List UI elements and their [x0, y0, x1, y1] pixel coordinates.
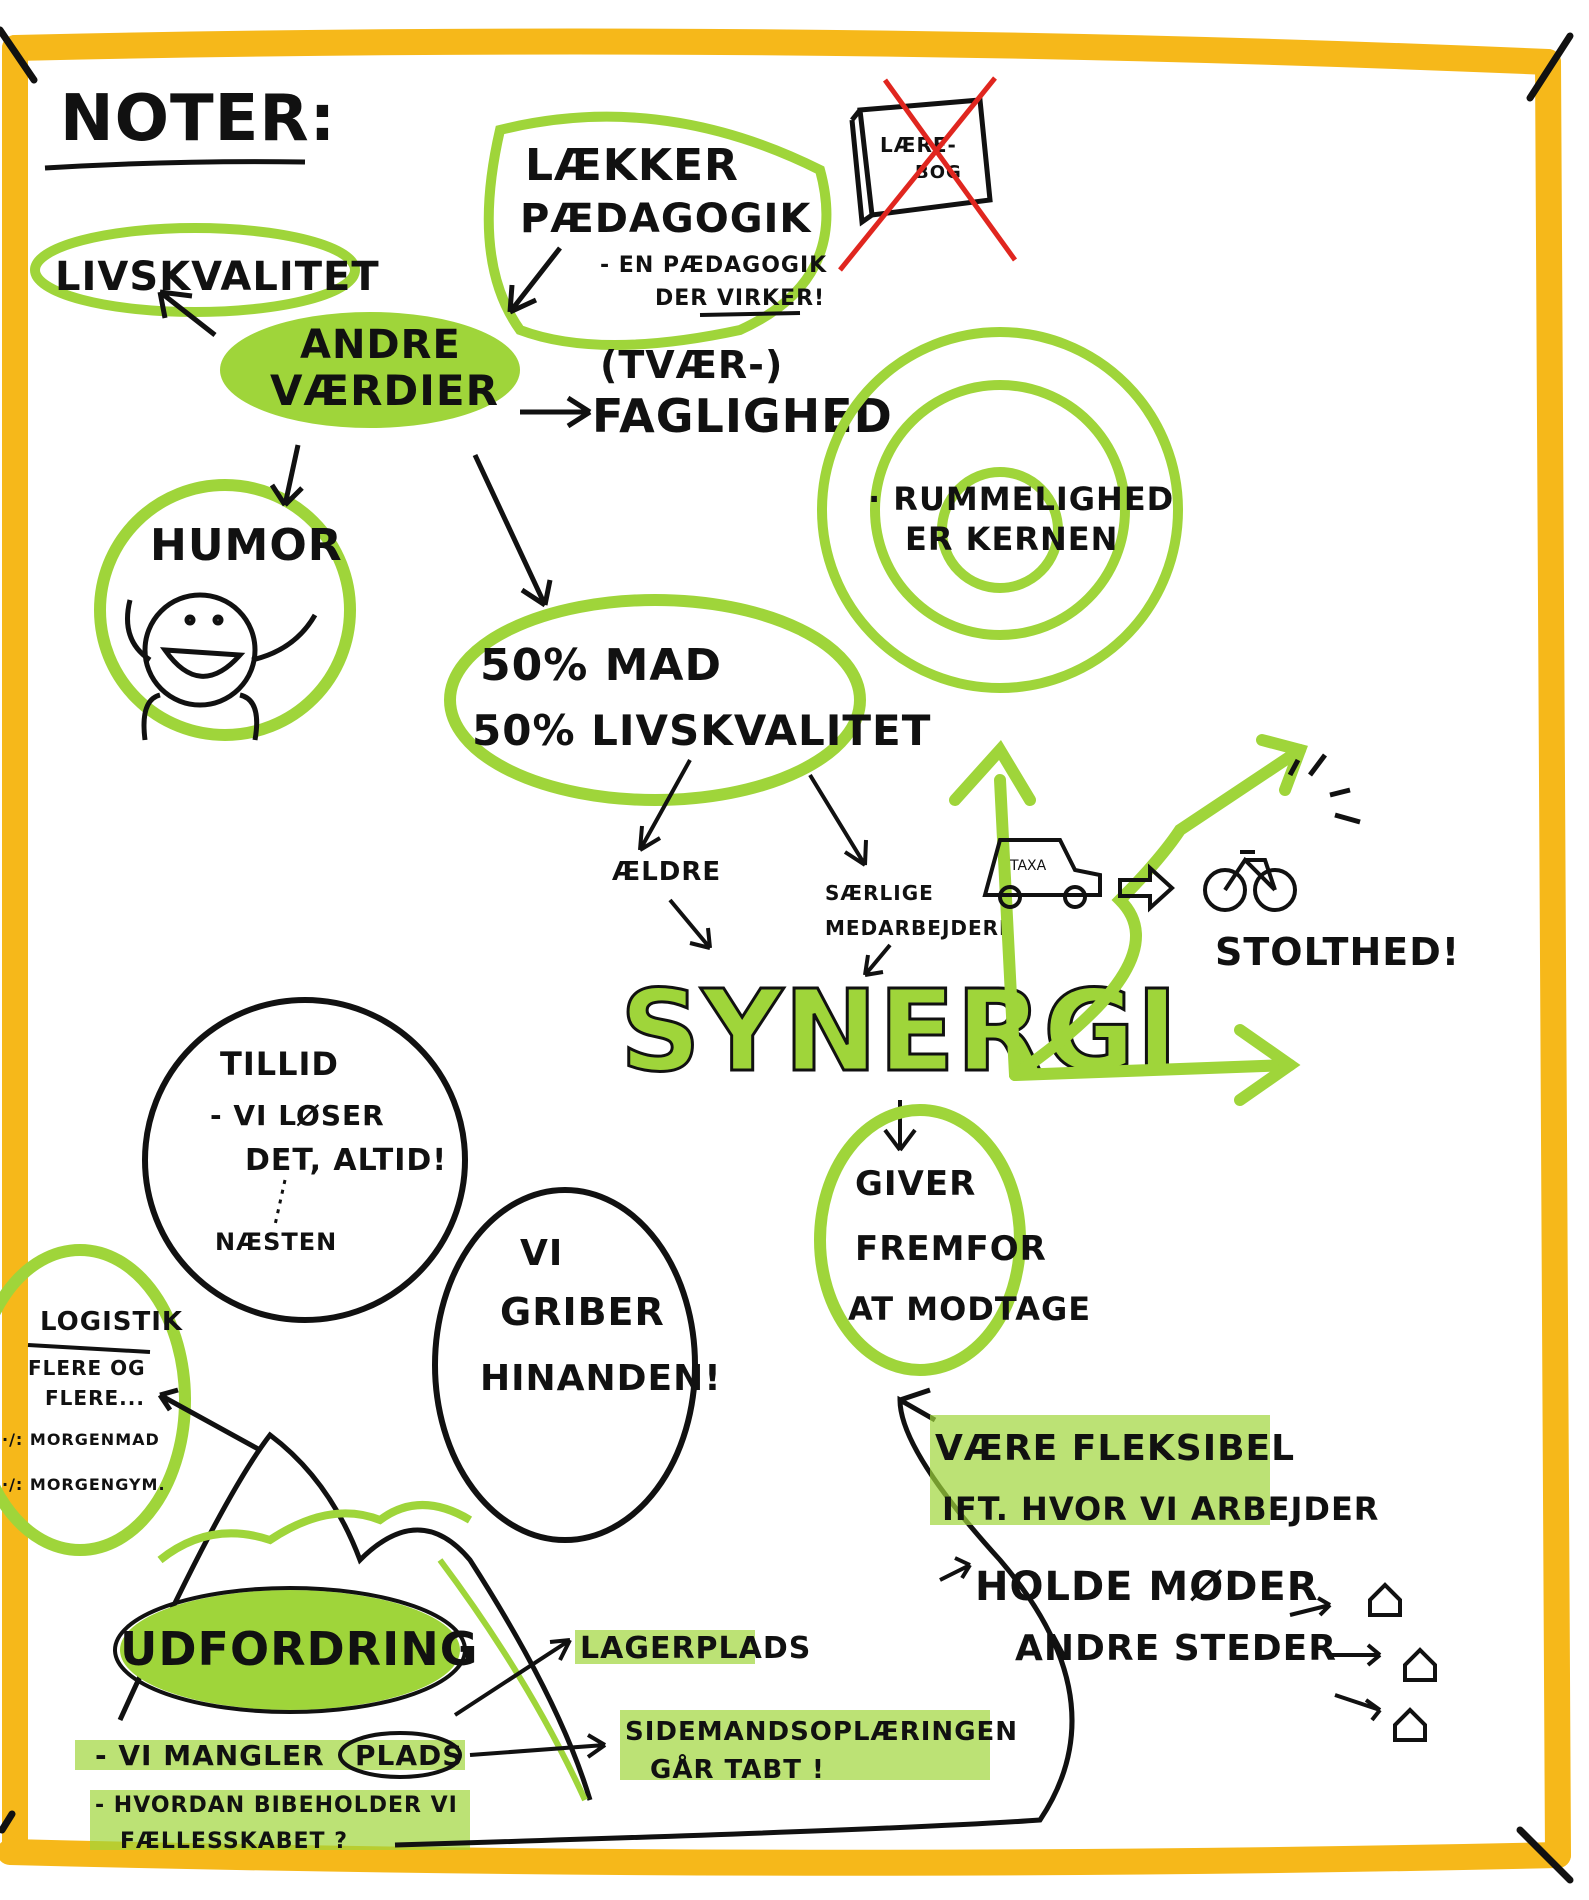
livskvalitet-ring	[30, 223, 360, 317]
hvordan-highlight	[90, 1790, 470, 1850]
fleksibel-highlight	[930, 1415, 1270, 1525]
arrow-to-laekker	[507, 246, 562, 315]
arrow-to-mad	[472, 453, 553, 608]
laekker-line1: LÆKKER	[525, 140, 739, 191]
logistik-ring	[0, 1244, 191, 1556]
arrow-to-humor	[269, 444, 304, 507]
tillid-dotted-link	[273, 1179, 287, 1226]
giver-ring	[814, 1104, 1026, 1376]
arrow-to-aeldre	[638, 759, 692, 852]
lagerplads-label: LAGERPLADS	[580, 1631, 811, 1666]
transition-arrow-icon	[1118, 863, 1175, 913]
tillid-line3: DET, ALTID!	[245, 1143, 447, 1178]
arrow-to-lagerplads	[453, 1638, 572, 1717]
rummelighed-line1: · RUMMELIGHED	[868, 480, 1174, 518]
andre-vaerdier-line1: ANDRE	[300, 322, 461, 368]
mad-line2: 50% LIVSKVALITET	[472, 706, 931, 755]
moeder-line1: HOLDE MØDER	[975, 1564, 1319, 1610]
faglighed-line1: (TVÆR-)	[600, 343, 783, 387]
arrow-to-sidemand	[469, 1733, 607, 1759]
andre-vaerdier-blob	[220, 312, 520, 428]
laekker-line2: PÆDAGOGIK	[520, 196, 812, 242]
saerlige-line1: SÆRLIGE	[825, 881, 934, 905]
tillid-line2: - VI LØSER	[210, 1099, 385, 1132]
arrow-to-faglighed	[520, 395, 592, 429]
growth-graph	[949, 734, 1308, 1106]
tillid-line1: TILLID	[220, 1045, 339, 1083]
fleksibel-line1: VÆRE FLEKSIBEL	[935, 1428, 1295, 1469]
rummelighed-line2: ER KERNEN	[905, 520, 1118, 558]
livskvalitet-label: LIVSKVALITET	[55, 254, 380, 300]
frame-corner-ties	[0, 26, 1574, 1884]
andre-vaerdier-line2: VÆRDIER	[270, 366, 499, 415]
arrow-to-moeder	[939, 1556, 972, 1582]
udfordring-label: UDFORDRING	[120, 1622, 478, 1676]
house-icons	[1289, 1582, 1437, 1742]
logistik-line5: ·/: MORGENGYM.	[2, 1475, 166, 1494]
fleksibel-line2: IFT. HVOR VI ARBEJDER	[942, 1490, 1379, 1528]
udfordring-blob	[120, 1590, 460, 1710]
moeder-line2: ANDRE STEDER	[1015, 1628, 1337, 1669]
giver-line2: FREMFOR	[855, 1229, 1047, 1269]
taxa-car-icon: TAXA	[982, 838, 1102, 909]
bicycle-icon	[1203, 850, 1297, 912]
humor-ring	[94, 479, 356, 741]
mangler-plads: PLADS	[355, 1739, 463, 1772]
svg-text:TAXA: TAXA	[1009, 858, 1047, 874]
laekker-ring	[483, 111, 832, 350]
arrow-aeldre-synergi	[668, 898, 712, 950]
giver-line1: GIVER	[855, 1164, 976, 1204]
sidemand-line2: GÅR TABT !	[650, 1753, 825, 1785]
mangler-line1: - VI MANGLER	[95, 1739, 325, 1772]
sidemand-highlight	[620, 1710, 990, 1780]
lagerplads-highlight	[575, 1630, 755, 1664]
sidemand-line1: SIDEMANDSOPLÆRINGEN	[625, 1717, 1018, 1747]
crossed-book-icon: LÆRE- BOG	[838, 76, 1018, 272]
udfordring-outline	[113, 1586, 467, 1714]
hvordan-line1: - HVORDAN BIBEHOLDER VI	[95, 1793, 458, 1818]
sparkle-icon	[1287, 753, 1361, 825]
laekker-sub1: - EN PÆDAGOGIK	[600, 253, 827, 278]
tillid-line4: NÆSTEN	[215, 1228, 337, 1256]
mountain-icon	[117, 1387, 593, 1802]
logistik-line3: FLERE...	[45, 1386, 145, 1410]
mad-ring	[444, 594, 866, 806]
laekker-underline	[699, 311, 801, 317]
arrow-to-saerlige	[808, 773, 868, 867]
arrow-to-livskvalitet	[157, 289, 217, 337]
laekker-sub2: DER VIRKER!	[655, 286, 825, 311]
logistik-line2: FLERE OG	[28, 1356, 146, 1380]
griber-line1: VI	[520, 1233, 563, 1274]
rummelighed-target-icon	[817, 327, 1183, 693]
griber-line3: HINANDEN!	[480, 1358, 722, 1399]
page-title: NOTER:	[60, 82, 336, 156]
saerlige-line2: MEDARBEJDERE	[825, 916, 1014, 940]
mangler-highlight	[75, 1740, 465, 1770]
logistik-underline	[27, 1343, 151, 1354]
giver-line3: AT MODTAGE	[848, 1290, 1091, 1328]
griber-ring	[432, 1187, 698, 1543]
stolthed-label: STOLTHED!	[1215, 930, 1460, 974]
poster-frame	[0, 28, 1571, 1876]
logistik-line1: LOGISTIK	[40, 1307, 183, 1337]
mad-line1: 50% MAD	[480, 640, 722, 691]
smiling-person-icon	[125, 592, 318, 741]
logistik-line4: ·/: MORGENMAD	[2, 1430, 160, 1449]
aeldre-label: ÆLDRE	[612, 857, 721, 887]
hvordan-line2: FÆLLESSKABET ?	[120, 1829, 348, 1854]
tillid-ring	[142, 997, 468, 1323]
plads-ring	[338, 1731, 462, 1779]
humor-label: HUMOR	[150, 520, 343, 571]
arrow-saerlige-synergi	[863, 943, 892, 977]
title-underline	[44, 159, 306, 171]
griber-line2: GRIBER	[500, 1290, 665, 1334]
